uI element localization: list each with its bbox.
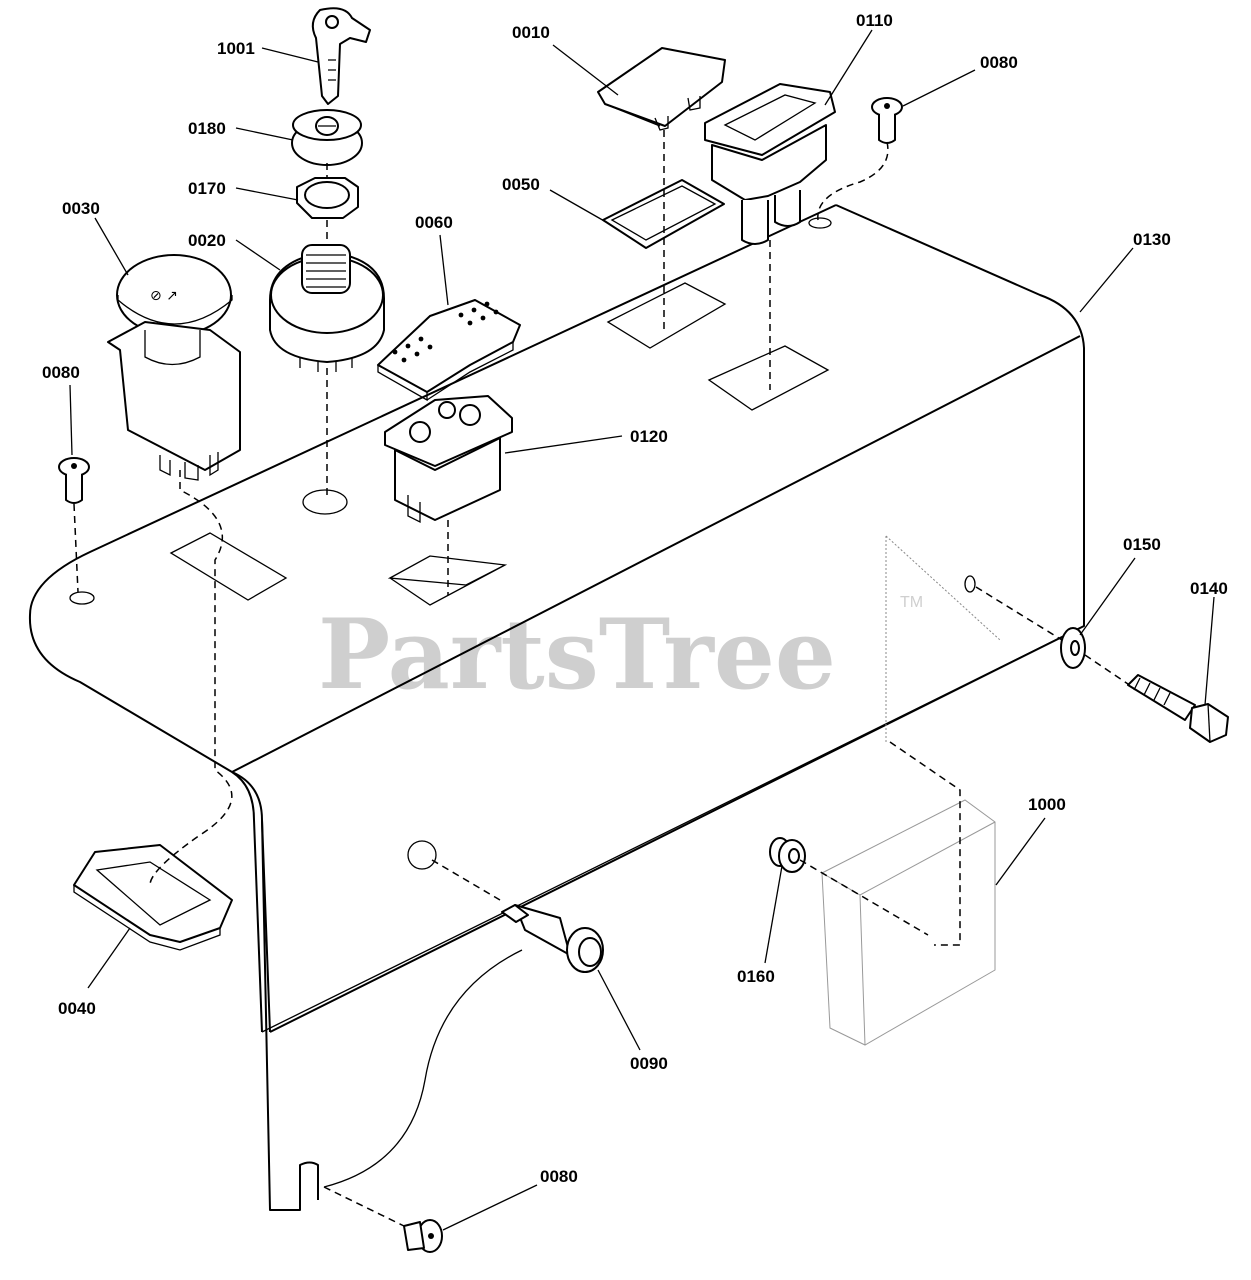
- callout-0170: 0170: [188, 179, 226, 198]
- grommet: [769, 837, 806, 873]
- leader-lines: [69, 29, 1215, 1231]
- callout-0020: 0020: [188, 231, 226, 250]
- callout-0080-top: 0080: [980, 53, 1018, 72]
- rocker-cap: [377, 299, 521, 402]
- mount-hole: [69, 591, 95, 605]
- callout-0030: 0030: [62, 199, 100, 218]
- callout-0130: 0130: [1133, 230, 1171, 249]
- callout-0180: 0180: [188, 119, 226, 138]
- mount-hole: [964, 575, 976, 593]
- key-cap: [291, 109, 363, 166]
- screw-top: [871, 97, 903, 144]
- bolt: [1127, 674, 1229, 743]
- indicator-light: [501, 904, 604, 973]
- cover-plate: [597, 47, 726, 131]
- callout-labels: 1001 0180 0170 0030 0020 0010 0050 0060 …: [42, 11, 1228, 1186]
- assembly-lines: [73, 130, 1129, 1227]
- key-part: [311, 7, 371, 105]
- callout-0010: 0010: [512, 23, 550, 42]
- panel-opening: [606, 282, 727, 349]
- mount-hole: [808, 217, 832, 229]
- screw-left: [58, 457, 90, 504]
- panel-opening: [707, 345, 830, 411]
- dash-panel: [28, 204, 1085, 1211]
- callout-0060: 0060: [415, 213, 453, 232]
- panel-opening: [387, 555, 508, 606]
- pto-switch: ⊘ ↗: [107, 254, 241, 481]
- control-module: [821, 799, 996, 1046]
- watermark-trademark: TM: [900, 594, 923, 611]
- callout-0140: 0140: [1190, 579, 1228, 598]
- ignition-switch: [269, 244, 386, 372]
- screw-bottom: [403, 1219, 443, 1253]
- callout-0080-bottom: 0080: [540, 1167, 578, 1186]
- callout-0160: 0160: [737, 967, 775, 986]
- callout-1001: 1001: [217, 39, 255, 58]
- rocker-switch: [384, 395, 513, 524]
- callout-1000: 1000: [1028, 795, 1066, 814]
- panel-opening: [169, 532, 288, 601]
- seat-switch: [704, 83, 836, 245]
- nut-part: [296, 177, 359, 219]
- gasket: [602, 179, 725, 249]
- callout-0050: 0050: [502, 175, 540, 194]
- watermark-text: PartsTree: [318, 598, 836, 711]
- ignition-hole: [302, 489, 348, 515]
- callout-0040: 0040: [58, 999, 96, 1018]
- light-hole: [407, 840, 437, 870]
- washer: [1060, 627, 1086, 669]
- callout-0080-left: 0080: [42, 363, 80, 382]
- bezel: [73, 844, 233, 951]
- callout-0120: 0120: [630, 427, 668, 446]
- callout-0110: 0110: [856, 11, 893, 30]
- callout-0090: 0090: [630, 1054, 668, 1073]
- callout-0150: 0150: [1123, 535, 1161, 554]
- svg-text:⊘ ↗: ⊘ ↗: [150, 288, 178, 304]
